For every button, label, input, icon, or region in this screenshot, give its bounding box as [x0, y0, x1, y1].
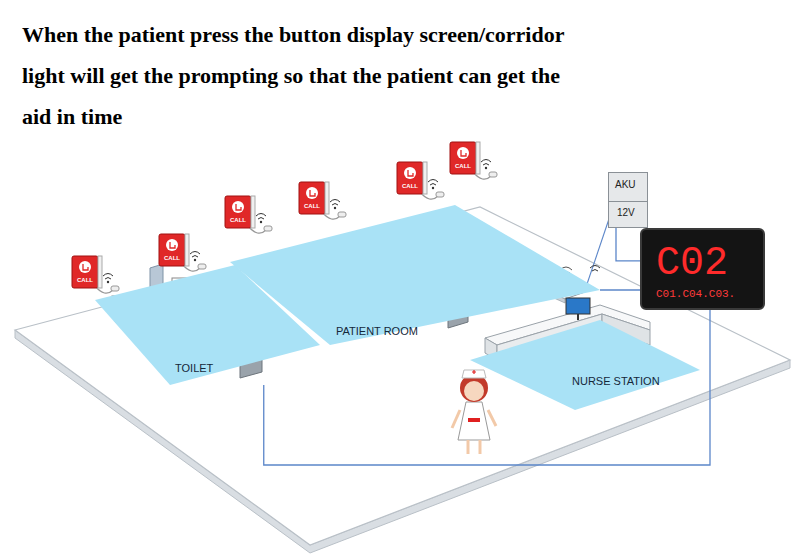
- region-fill: [470, 320, 700, 410]
- button-label: CALL: [455, 163, 471, 169]
- call-button: [450, 142, 497, 179]
- region-shape: [470, 320, 700, 410]
- signal-wire: [600, 289, 640, 290]
- button-label: CALL: [230, 217, 246, 223]
- nurse-station-region: NURSE STATION: [470, 320, 700, 410]
- power-supply-box-text-1: 12V: [617, 207, 635, 218]
- button-label: CALL: [77, 277, 93, 283]
- display-screen: C02C01.C04.C03.: [640, 228, 765, 310]
- power-supply-box-text-0: AKU: [615, 179, 636, 190]
- patient-room-region-text-0: PATIENT ROOM: [336, 325, 418, 337]
- heading: When the patient press the button displa…: [22, 14, 582, 137]
- nurse-figure: [452, 370, 496, 454]
- monitor: [566, 298, 590, 320]
- region-fill: [230, 205, 600, 345]
- patient-room-region: PATIENT ROOM: [230, 205, 600, 345]
- button-label: CALL: [164, 255, 180, 261]
- toilet-region-text-0: TOILET: [175, 362, 213, 374]
- signal-wire: [616, 228, 640, 261]
- call-button: [397, 162, 444, 199]
- call-button: [159, 234, 206, 271]
- display-screen-text-1: C01.C04.C03.: [656, 288, 735, 300]
- display-screen-text-0: C02: [656, 242, 728, 286]
- call-button: [299, 182, 346, 219]
- call-button: [72, 256, 119, 293]
- box-divider: [609, 201, 647, 202]
- wifi-symbol: [590, 266, 600, 272]
- button-label: CALL: [402, 183, 418, 189]
- region-shape: [230, 205, 600, 345]
- power-supply-box: AKU 12V: [608, 172, 648, 228]
- button-label: CALL: [304, 203, 320, 209]
- call-button: [225, 196, 272, 233]
- nurse-station-region-text-0: NURSE STATION: [572, 375, 660, 387]
